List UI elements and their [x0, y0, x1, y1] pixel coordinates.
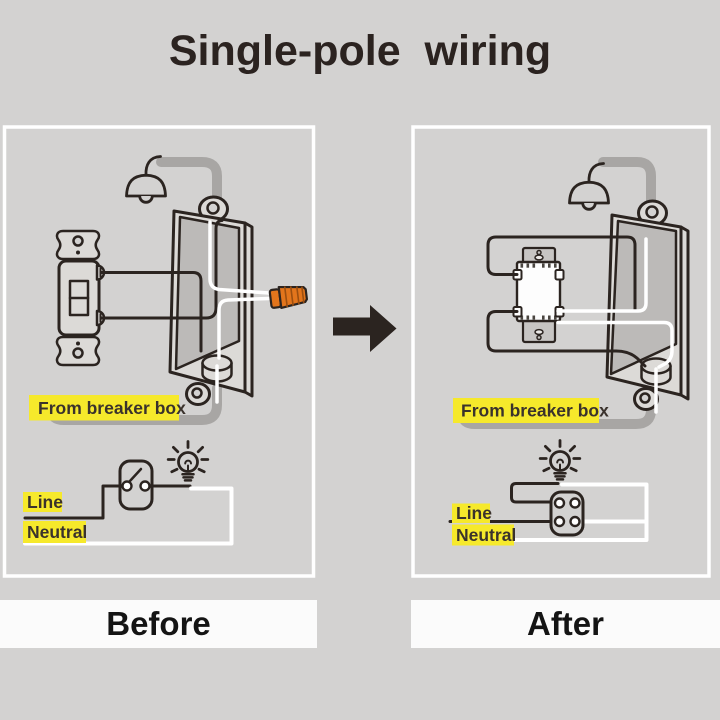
neutral-wire-top	[208, 220, 271, 295]
schematic-switch-symbol	[118, 459, 154, 511]
arrow-right-icon	[333, 305, 397, 352]
neutral-wire-bottom	[217, 296, 271, 360]
black-wire-top-loop	[486, 235, 637, 313]
after-breaker-highlight	[453, 398, 599, 423]
before-breaker-label: From breaker box	[38, 398, 186, 418]
schematic-load-wire	[510, 482, 560, 504]
black-wire-bottom-loop	[486, 310, 647, 368]
panel-before: From breaker box Line Neutral	[2, 125, 316, 578]
bulb-icon	[538, 439, 582, 481]
black-wire-bottom	[99, 219, 224, 320]
before-breaker-highlight	[29, 395, 179, 421]
smart-switch	[512, 246, 565, 344]
schematic-line-wire	[23, 484, 121, 520]
after-caption: After	[411, 600, 720, 648]
before-line-highlight	[23, 492, 62, 512]
pendant-lamp-icon	[568, 162, 610, 211]
schematic-neutral-wire	[23, 486, 234, 546]
bulb-icon	[166, 440, 210, 482]
black-wire-top	[99, 271, 203, 353]
toggle-switch	[55, 229, 106, 367]
neutral-wire-bottom	[556, 320, 674, 369]
neutral-wire-top	[556, 237, 648, 313]
after-line-label: Line	[456, 503, 492, 523]
page-title: Single-pole wiring	[168, 27, 552, 75]
ceiling-cable	[156, 157, 222, 215]
schematic-smart-switch-symbol	[549, 490, 585, 537]
electrical-box	[168, 195, 254, 406]
after-neutral-label: Neutral	[456, 525, 516, 545]
wire-nut-icon	[268, 285, 309, 310]
after-line-highlight	[452, 503, 490, 523]
before-neutral-highlight	[23, 521, 86, 543]
before-line-label: Line	[27, 492, 63, 512]
panel-after: From breaker box Line Neutral	[411, 125, 711, 578]
before-panel-border	[2, 125, 316, 578]
after-neutral-highlight	[452, 524, 514, 546]
after-breaker-label: From breaker box	[461, 401, 609, 421]
electrical-box	[605, 199, 690, 411]
terminal-marks	[520, 263, 557, 320]
ceiling-cable	[598, 157, 656, 213]
before-neutral-label: Neutral	[27, 522, 87, 542]
schematic-neutral-wire	[453, 482, 649, 542]
after-panel-border	[411, 125, 711, 578]
before-caption: Before	[0, 600, 317, 648]
